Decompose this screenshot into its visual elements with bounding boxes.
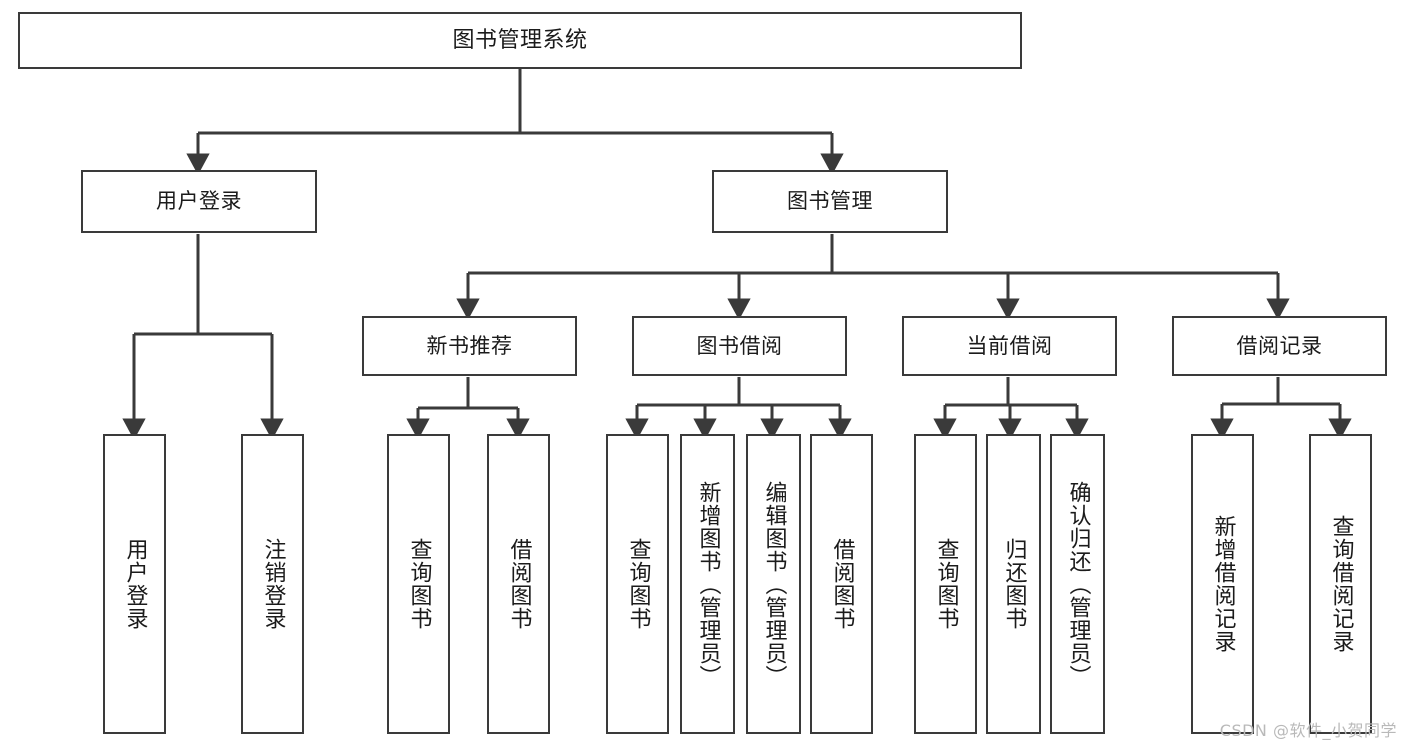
node-borrow-record-label: 借阅记录 — [1236, 333, 1323, 358]
node-leaf-borrow-query[interactable]: 查询图书 — [606, 434, 669, 734]
node-leaf-borrow-query-label: 查询图书 — [625, 538, 651, 630]
node-leaf-record-query-label: 查询借阅记录 — [1328, 515, 1354, 653]
node-leaf-borrow-book-label: 借阅图书 — [829, 538, 855, 630]
node-leaf-newbook-query[interactable]: 查询图书 — [387, 434, 450, 734]
node-leaf-logout-label: 注销登录 — [260, 538, 286, 630]
node-root[interactable]: 图书管理系统 — [18, 12, 1022, 69]
node-leaf-current-query-label: 查询图书 — [933, 538, 959, 630]
node-leaf-borrow-edit-book[interactable]: 编辑图书（管理员） — [746, 434, 801, 734]
node-book-management-label: 图书管理 — [787, 189, 873, 214]
node-root-label: 图书管理系统 — [452, 27, 588, 53]
node-leaf-newbook-query-label: 查询图书 — [406, 538, 432, 630]
node-leaf-borrow-book[interactable]: 借阅图书 — [810, 434, 873, 734]
node-user-login-label: 用户登录 — [156, 189, 242, 214]
node-leaf-user-login[interactable]: 用户登录 — [103, 434, 166, 734]
node-leaf-borrow-add-book[interactable]: 新增图书（管理员） — [680, 434, 735, 734]
node-leaf-current-return-label: 归还图书 — [1001, 538, 1027, 630]
node-new-book-recommend[interactable]: 新书推荐 — [362, 316, 577, 376]
node-leaf-record-add[interactable]: 新增借阅记录 — [1191, 434, 1254, 734]
node-current-borrow-label: 当前借阅 — [966, 333, 1053, 358]
node-book-borrow-label: 图书借阅 — [696, 333, 783, 358]
node-new-book-recommend-label: 新书推荐 — [426, 333, 513, 358]
node-leaf-current-query[interactable]: 查询图书 — [914, 434, 977, 734]
node-leaf-record-add-label: 新增借阅记录 — [1210, 515, 1236, 653]
node-book-management[interactable]: 图书管理 — [712, 170, 948, 233]
node-book-borrow[interactable]: 图书借阅 — [632, 316, 847, 376]
node-leaf-logout[interactable]: 注销登录 — [241, 434, 304, 734]
node-leaf-newbook-borrow[interactable]: 借阅图书 — [487, 434, 550, 734]
watermark-text: CSDN @软件_小贺同学 — [1219, 721, 1397, 740]
node-leaf-current-confirm-return-label: 确认归还（管理员） — [1065, 480, 1091, 688]
node-user-login[interactable]: 用户登录 — [81, 170, 317, 233]
node-leaf-borrow-add-book-label: 新增图书（管理员） — [695, 480, 721, 688]
node-leaf-current-confirm-return[interactable]: 确认归还（管理员） — [1050, 434, 1105, 734]
node-leaf-record-query[interactable]: 查询借阅记录 — [1309, 434, 1372, 734]
node-borrow-record[interactable]: 借阅记录 — [1172, 316, 1387, 376]
node-leaf-current-return[interactable]: 归还图书 — [986, 434, 1041, 734]
node-leaf-user-login-label: 用户登录 — [122, 538, 148, 630]
node-leaf-newbook-borrow-label: 借阅图书 — [506, 538, 532, 630]
node-leaf-borrow-edit-book-label: 编辑图书（管理员） — [761, 480, 787, 688]
node-current-borrow[interactable]: 当前借阅 — [902, 316, 1117, 376]
